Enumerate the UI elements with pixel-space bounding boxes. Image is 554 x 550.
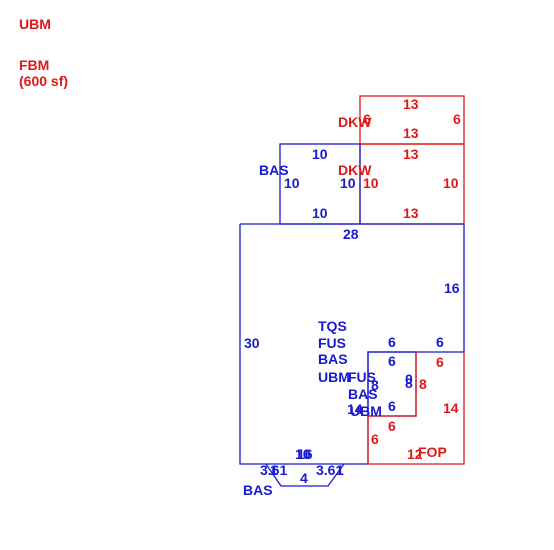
- dim-bay-left-a: 3.61: [260, 462, 287, 478]
- bay-outline: [265, 463, 345, 487]
- label-inner-code-2: UBM: [350, 403, 382, 419]
- dim-bay-right-a: 3.61: [316, 462, 343, 478]
- label-inner-code-1: BAS: [348, 386, 378, 402]
- dim-bay-bottom: 4: [300, 470, 308, 486]
- dim-dkw-top-right: 6: [453, 111, 461, 127]
- label-main-code-0: TQS: [318, 318, 347, 334]
- dim-inner-mid: 8: [405, 375, 413, 391]
- dim-bas-top-top: 10: [312, 146, 328, 162]
- fop-outline: [367, 352, 465, 465]
- dim-bas-top-right: 10: [340, 175, 356, 191]
- legend-ubm: UBM: [19, 16, 51, 32]
- dim-dkw-mid-left: 10: [363, 175, 379, 191]
- legend-fbm: FBM: [19, 57, 50, 73]
- dim-main-bottom-a: 10: [295, 446, 311, 462]
- dim-fop-right: 6: [436, 354, 444, 370]
- dim-fop-inner-bottom: 6: [388, 418, 396, 434]
- dim-dkw-top-left: 6: [363, 111, 371, 127]
- dim-fop-side: 14: [443, 400, 459, 416]
- label-main-code-1: FUS: [318, 335, 346, 351]
- legend-fbm-area: (600 sf): [19, 73, 69, 89]
- label-bas-top: BAS: [259, 162, 289, 178]
- dim-inner-14: 14: [347, 401, 363, 417]
- dim-step-top-left: 6: [388, 334, 396, 350]
- dim-main-bottom-b: 16: [297, 446, 313, 462]
- dim-bay-left-b: 1: [270, 462, 278, 478]
- dim-bas-top-left: 10: [284, 175, 300, 191]
- dim-fop-left: 6: [371, 431, 379, 447]
- label-dkw-top: DKW: [338, 114, 372, 130]
- dim-fop-bottom: 12: [407, 446, 423, 462]
- dim-dkw-mid-right: 10: [443, 175, 459, 191]
- main-body-outline: [239, 223, 465, 465]
- dim-step-top-right: 6: [436, 334, 444, 350]
- label-fop: FOP: [418, 444, 447, 460]
- dim-inner-bottom: 6: [388, 398, 396, 414]
- dim-inner-left: 8: [371, 377, 379, 393]
- dim-bas-top-bottom: 10: [312, 205, 328, 221]
- label-inner-code-0: FUS: [348, 369, 376, 385]
- label-main-code-2: BAS: [318, 351, 348, 367]
- label-dkw-mid: DKW: [338, 162, 372, 178]
- label-main-code-3: UBM: [318, 369, 350, 385]
- dim-main-right: 16: [444, 280, 460, 296]
- dim-bay-right-b: 1: [336, 462, 344, 478]
- dim-main-top: 28: [343, 226, 359, 242]
- dim-dkw-top-bottom: 13: [403, 125, 419, 141]
- label-bas-bottom: BAS: [243, 482, 273, 498]
- dim-inner-zero: 0: [405, 371, 413, 387]
- dim-fop-inner-left: 8: [419, 376, 427, 392]
- legend: UBM FBM (600 sf): [19, 16, 68, 89]
- dim-dkw-mid-top: 13: [403, 146, 419, 162]
- dim-dkw-mid-bottom: 13: [403, 205, 419, 221]
- dim-inner-top: 6: [388, 353, 396, 369]
- dim-main-left: 30: [244, 335, 260, 351]
- dim-dkw-top-top: 13: [403, 96, 419, 112]
